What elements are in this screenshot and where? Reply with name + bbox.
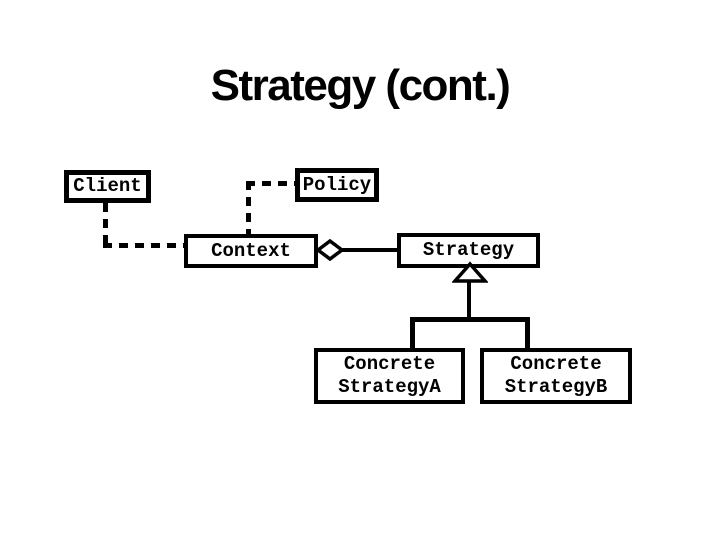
inheritance-crossbar-line xyxy=(410,317,530,322)
class-box-client: Client xyxy=(64,170,151,203)
class-box-context: Context xyxy=(184,234,318,268)
class-label-strategy: Strategy xyxy=(422,239,515,261)
client-context-dashed-line-horizontal xyxy=(103,243,184,248)
class-label-concrete-strategy-a: Concrete StrategyA xyxy=(338,353,441,398)
class-box-concrete-strategy-a: Concrete StrategyA xyxy=(314,348,465,404)
concrete-strategy-a-drop-line xyxy=(410,317,415,348)
class-label-concrete-strategy-b: Concrete StrategyB xyxy=(504,353,608,398)
inheritance-stem-line xyxy=(467,280,471,320)
context-strategy-aggregation-line xyxy=(340,248,397,252)
client-context-dashed-line-vertical xyxy=(103,203,108,248)
aggregation-diamond-icon xyxy=(316,239,344,261)
policy-context-dashed-line-horizontal xyxy=(246,181,295,186)
class-label-client: Client xyxy=(73,175,142,197)
class-box-policy: Policy xyxy=(295,168,379,202)
policy-context-dashed-line-vertical xyxy=(246,181,251,234)
class-box-concrete-strategy-b: Concrete StrategyB xyxy=(480,348,632,404)
concrete-strategy-b-drop-line xyxy=(525,317,530,348)
class-label-context: Context xyxy=(211,239,291,262)
class-label-policy: Policy xyxy=(302,173,372,196)
inheritance-triangle-icon xyxy=(452,261,488,283)
slide-title: Strategy (cont.) xyxy=(210,61,511,110)
